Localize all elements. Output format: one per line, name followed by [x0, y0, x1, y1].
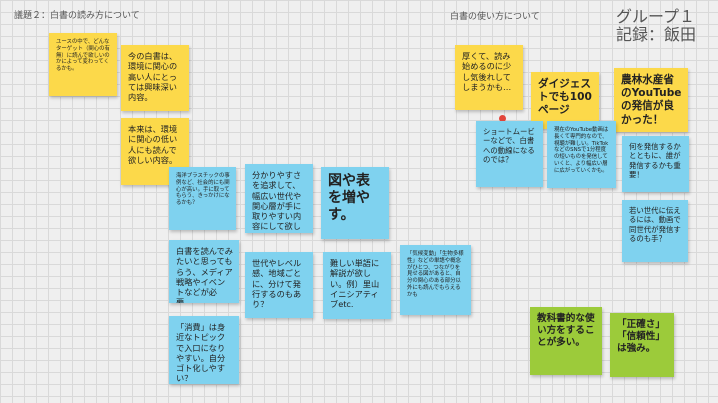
group-label: グループ１ 記録：飯田 — [615, 7, 696, 44]
sticky-note[interactable]: 世代やレベル感、地域ごとに、分けて発行するのもあり？ — [245, 252, 313, 318]
sticky-note[interactable]: 教科書的な使い方をすることが多い。 — [530, 307, 602, 375]
right-section-heading: 白書の使い方について — [450, 12, 540, 22]
left-section-heading: 議題２：白書の読み方について — [14, 11, 140, 21]
sticky-note[interactable]: 今の白書は、環境に関心の高い人にとっては興味深い内容。 — [121, 45, 189, 111]
sticky-note[interactable]: 図や表を増やす。 — [321, 167, 389, 239]
sticky-note[interactable]: 「消費」は身近なトピックで入口になりやすい。自分ゴト化しやすい？ — [169, 316, 239, 384]
sticky-note[interactable]: 若い世代に伝えるには、動画で同世代が発信するのも手？ — [622, 200, 688, 262]
sticky-note[interactable]: 海洋プラスチックの事例など、社会的にも関心が高い。手に取ってもらう、きっかけにな… — [169, 167, 236, 230]
sticky-note[interactable]: 「正確さ」「信頼性」は強み。 — [610, 313, 674, 377]
sticky-note[interactable]: 本来は、環境に関心の低い人にも読んで欲しい内容。 — [121, 118, 189, 185]
sticky-note[interactable]: 難しい単語に解説が欲しい。例）里山イニシアティブetc. — [323, 252, 391, 319]
sticky-note[interactable]: ユースの中で、どんな ターゲット（関心の有無）に読んで欲しいのかによって変わって… — [49, 33, 117, 96]
sticky-note[interactable]: 何を発信するかとともに、誰が発信するかも重要！ — [622, 136, 689, 192]
sticky-note[interactable]: 白書を読んでみたいと思ってもらう、メディア戦略やイベントなどが必要。 — [169, 240, 239, 303]
sticky-note[interactable]: 厚くて、読み始めるのに少し気後れしてしまうかも… — [455, 45, 523, 110]
sticky-note[interactable]: ダイジェストでも100ページ — [531, 72, 599, 129]
sticky-note[interactable]: 現在のYouTube動画は長くて専門的なので、視聴が難しい。TikTokなどのS… — [547, 121, 616, 188]
sticky-note[interactable]: 農林水産省のYouTubeの発信が良かった！ — [614, 68, 688, 132]
sticky-note[interactable]: ショートムービーなどで、白書への動線になるのでは？ — [476, 121, 543, 187]
red-marker-dot — [499, 115, 506, 122]
sticky-note[interactable]: 「気候変動」「生物多様性」などの単語や概念がひとつ、つながりを見せる図があると、… — [400, 245, 471, 315]
sticky-note[interactable]: 分かりやすさを追求して、幅広い世代や関心層が手に取りやすい内容にして欲しい。 — [245, 164, 313, 233]
